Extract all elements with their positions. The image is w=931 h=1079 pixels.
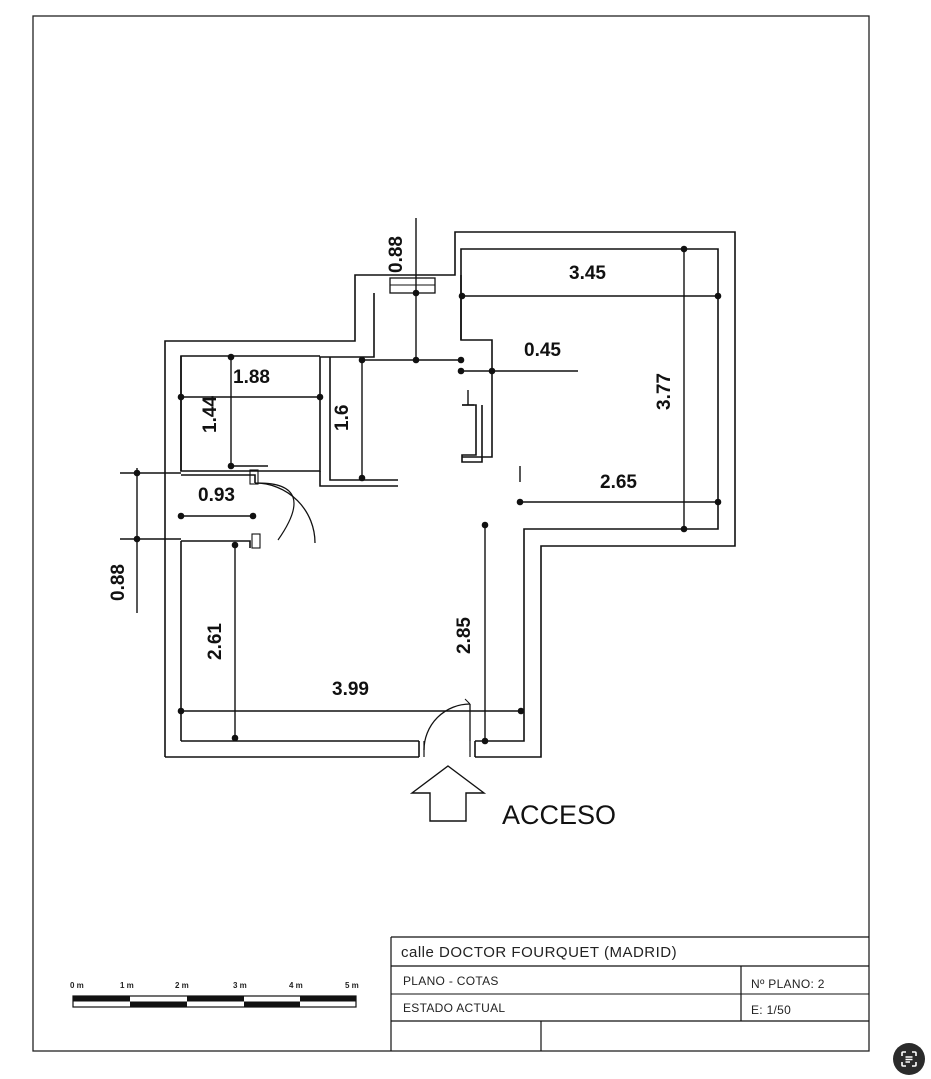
title-scale: E: 1/50 [751,1003,791,1017]
scale-label-5: 5 m [345,981,359,990]
dimension-dots [133,245,722,745]
scale-bar: 0 m 1 m 2 m 3 m 4 m 5 m [70,981,359,1008]
doors [249,469,471,751]
dim-2-85: 2.85 [454,617,475,654]
scale-label-1: 1 m [120,981,134,990]
scale-label-3: 3 m [233,981,247,990]
sheet-border [32,15,870,1052]
arrow-up-icon [409,765,487,822]
dim-1-88: 1.88 [233,367,270,388]
title-plan-type: PLANO - COTAS [403,974,499,988]
dim-2-65: 2.65 [600,472,637,493]
title-block: calle DOCTOR FOURQUET (MADRID) PLANO - C… [390,936,869,1051]
walls [164,231,736,758]
scale-label-2: 2 m [175,981,189,990]
dim-0-88-top: 0.88 [386,236,407,273]
dim-2-61: 2.61 [205,623,226,660]
dim-3-99: 3.99 [332,679,369,700]
dimension-labels: 0.88 3.45 0.45 1.88 1.44 1.6 3.77 0.93 2… [108,236,675,700]
dim-3-77: 3.77 [654,373,675,410]
dim-0-93: 0.93 [198,485,235,506]
title-plan-number: Nº PLANO: 2 [751,977,825,991]
title-state: ESTADO ACTUAL [403,1001,505,1015]
title-address: calle DOCTOR FOURQUET (MADRID) [401,944,677,961]
dim-0-45: 0.45 [524,340,561,361]
scale-label-4: 4 m [289,981,303,990]
scan-text-icon [901,1051,917,1067]
access-arrow [409,765,487,822]
access-label: ACCESO [502,800,616,830]
scale-label-0: 0 m [70,981,84,990]
dimension-lines [120,218,718,741]
dim-1-6: 1.6 [332,405,353,431]
dim-0-88-left: 0.88 [108,564,129,601]
dim-3-45: 3.45 [569,263,606,284]
scan-text-button[interactable] [893,1043,925,1075]
dim-1-44: 1.44 [200,396,221,433]
